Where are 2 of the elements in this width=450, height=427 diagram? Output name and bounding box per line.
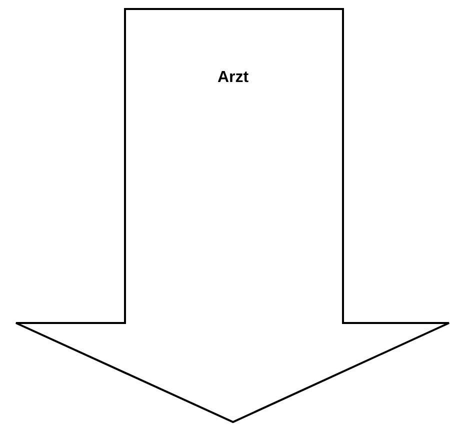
block-arrow <box>15 8 450 424</box>
arrow-label: Arzt <box>217 69 249 87</box>
